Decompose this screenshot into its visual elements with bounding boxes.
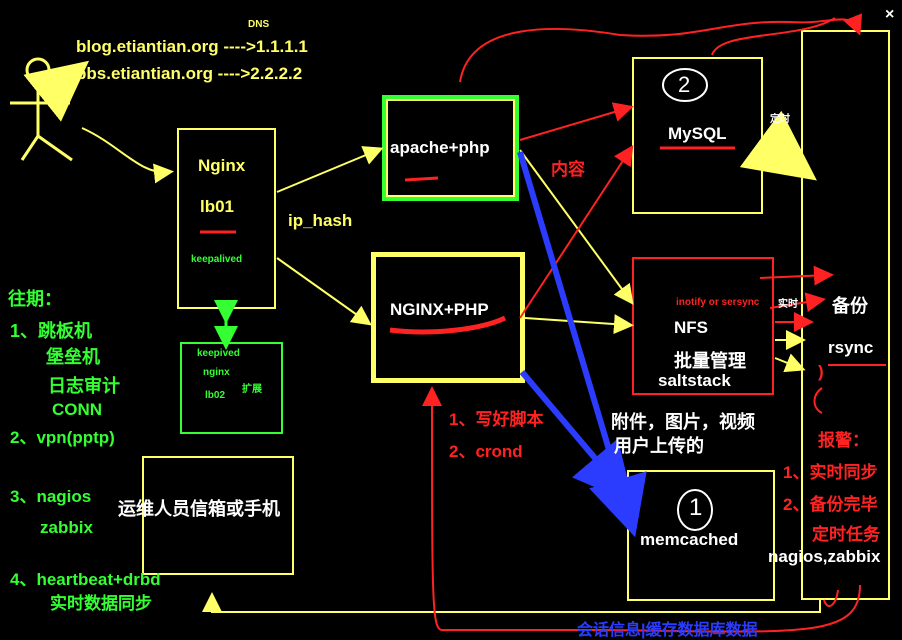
apache-php-name: apache+php <box>390 138 490 157</box>
lb02-ha: keepived <box>197 348 240 359</box>
history-item: 2、vpn(pptp) <box>10 428 115 447</box>
history-item: 3、nagios <box>10 487 92 506</box>
alarm-item-2: 2、备份完毕 <box>783 495 878 514</box>
lb01-name: Nginx <box>198 156 246 175</box>
history-item: zabbix <box>40 518 93 537</box>
history-title: 往期： <box>8 289 62 309</box>
script-note-1: 1、写好脚本 <box>449 410 544 429</box>
alarm-label: 报警： <box>818 431 869 450</box>
history-item: 1、跳板机 <box>10 321 93 341</box>
window-close-icon[interactable]: × <box>885 6 895 23</box>
lb02-name: nginx <box>203 367 230 378</box>
script-note-2: 2、crond <box>449 442 523 461</box>
nfs-batch-label: 批量管理 <box>674 351 746 371</box>
rsync-name: rsync <box>828 338 874 357</box>
history-item: 实时数据同步 <box>50 594 152 613</box>
mysql-timed-label: 定时 <box>770 114 790 125</box>
backup-title: 备份 <box>832 296 868 316</box>
user-stick-figure <box>10 57 73 162</box>
lb01-host: lb01 <box>200 197 235 216</box>
lb02-note: 扩展 <box>242 384 262 395</box>
dns-label: DNS <box>248 19 270 30</box>
ops-contact-box <box>142 456 294 575</box>
mysql-circle-number: 2 <box>678 72 691 97</box>
ops-contact-label: 运维人员信箱或手机 <box>118 499 280 519</box>
nfs-name: NFS <box>674 318 708 337</box>
nginx-php-name: NGINX+PHP <box>390 300 489 319</box>
history-item: 堡垒机 <box>46 347 100 367</box>
history-item: CONN <box>52 400 103 419</box>
content-label: 内容 <box>551 160 585 179</box>
mysql-name: MySQL <box>668 124 727 143</box>
lb02-host: lb02 <box>205 390 226 401</box>
backup-paren: ) <box>818 362 824 381</box>
nfs-tool: saltstack <box>658 371 731 390</box>
attachments-line1: 附件，图片，视频 <box>611 412 755 432</box>
nfs-sync-tool: inotify or sersync <box>676 297 760 308</box>
alarm-item-3: 定时任务 <box>812 525 880 544</box>
dns-record-blog: blog.etiantian.org ---->1.1.1.1 <box>76 37 308 56</box>
session-cache-label: 会话信息|缓存数据库数据 <box>577 622 758 639</box>
history-item: 日志审计 <box>48 376 120 396</box>
ip-hash-label: ip_hash <box>288 211 353 230</box>
alarm-item-1: 1、实时同步 <box>783 463 878 482</box>
dns-record-bbs: bbs.etiantian.org ---->2.2.2.2 <box>76 64 303 83</box>
memcached-circle-number: 1 <box>689 494 703 521</box>
nginx-php-box <box>371 252 525 383</box>
attachments-line2: 用户上传的 <box>614 436 704 456</box>
lb01-ha: keepalived <box>191 254 243 265</box>
history-item: 4、heartbeat+drbd <box>10 570 161 589</box>
memcached-name: memcached <box>640 530 739 549</box>
apache-php-box <box>382 95 519 201</box>
nfs-realtime-label: 实时 <box>778 299 798 310</box>
monitor-tools: nagios,zabbix <box>768 547 881 566</box>
